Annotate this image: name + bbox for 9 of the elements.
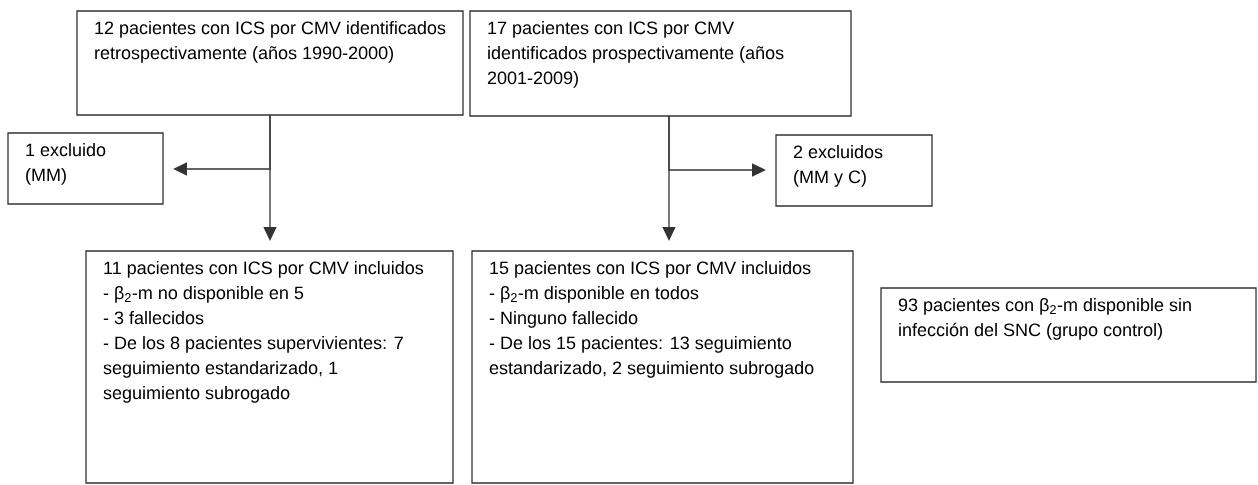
flow-box: 1 excluido (MM) bbox=[7, 132, 164, 205]
arrow bbox=[662, 115, 676, 241]
flow-box: 2 excluidos (MM y C) bbox=[775, 134, 933, 207]
flow-box: 93 pacientes con β$_{2}$-m disponible sin infección del SNC (grupo control) bbox=[880, 287, 1257, 383]
arrow bbox=[263, 114, 277, 241]
flow-box: 17 pacientes con ICS por CMV identificados prospectivamente (años 2001-2009) bbox=[469, 10, 852, 117]
flow-box: 15 pacientes con ICS por CMV incluidos - β$_{2}$-m disponible en todos - Ninguno fallecido - De los 15 pacientes: 13 seguimiento estandarizado, 2 seguimiento subrogado bbox=[471, 250, 854, 484]
flow-box: 12 pacientes con ICS por CMV identificados retrospectivamente (años 1990-2000) bbox=[76, 10, 464, 116]
flow-box: 11 pacientes con ICS por CMV incluidos - β$_{2}$-m no disponible en 5 - 3 fallecidos - De los 8 pacientes supervivientes: 7 seguimiento estandarizado, 1 seguimiento subrogado bbox=[85, 250, 454, 484]
